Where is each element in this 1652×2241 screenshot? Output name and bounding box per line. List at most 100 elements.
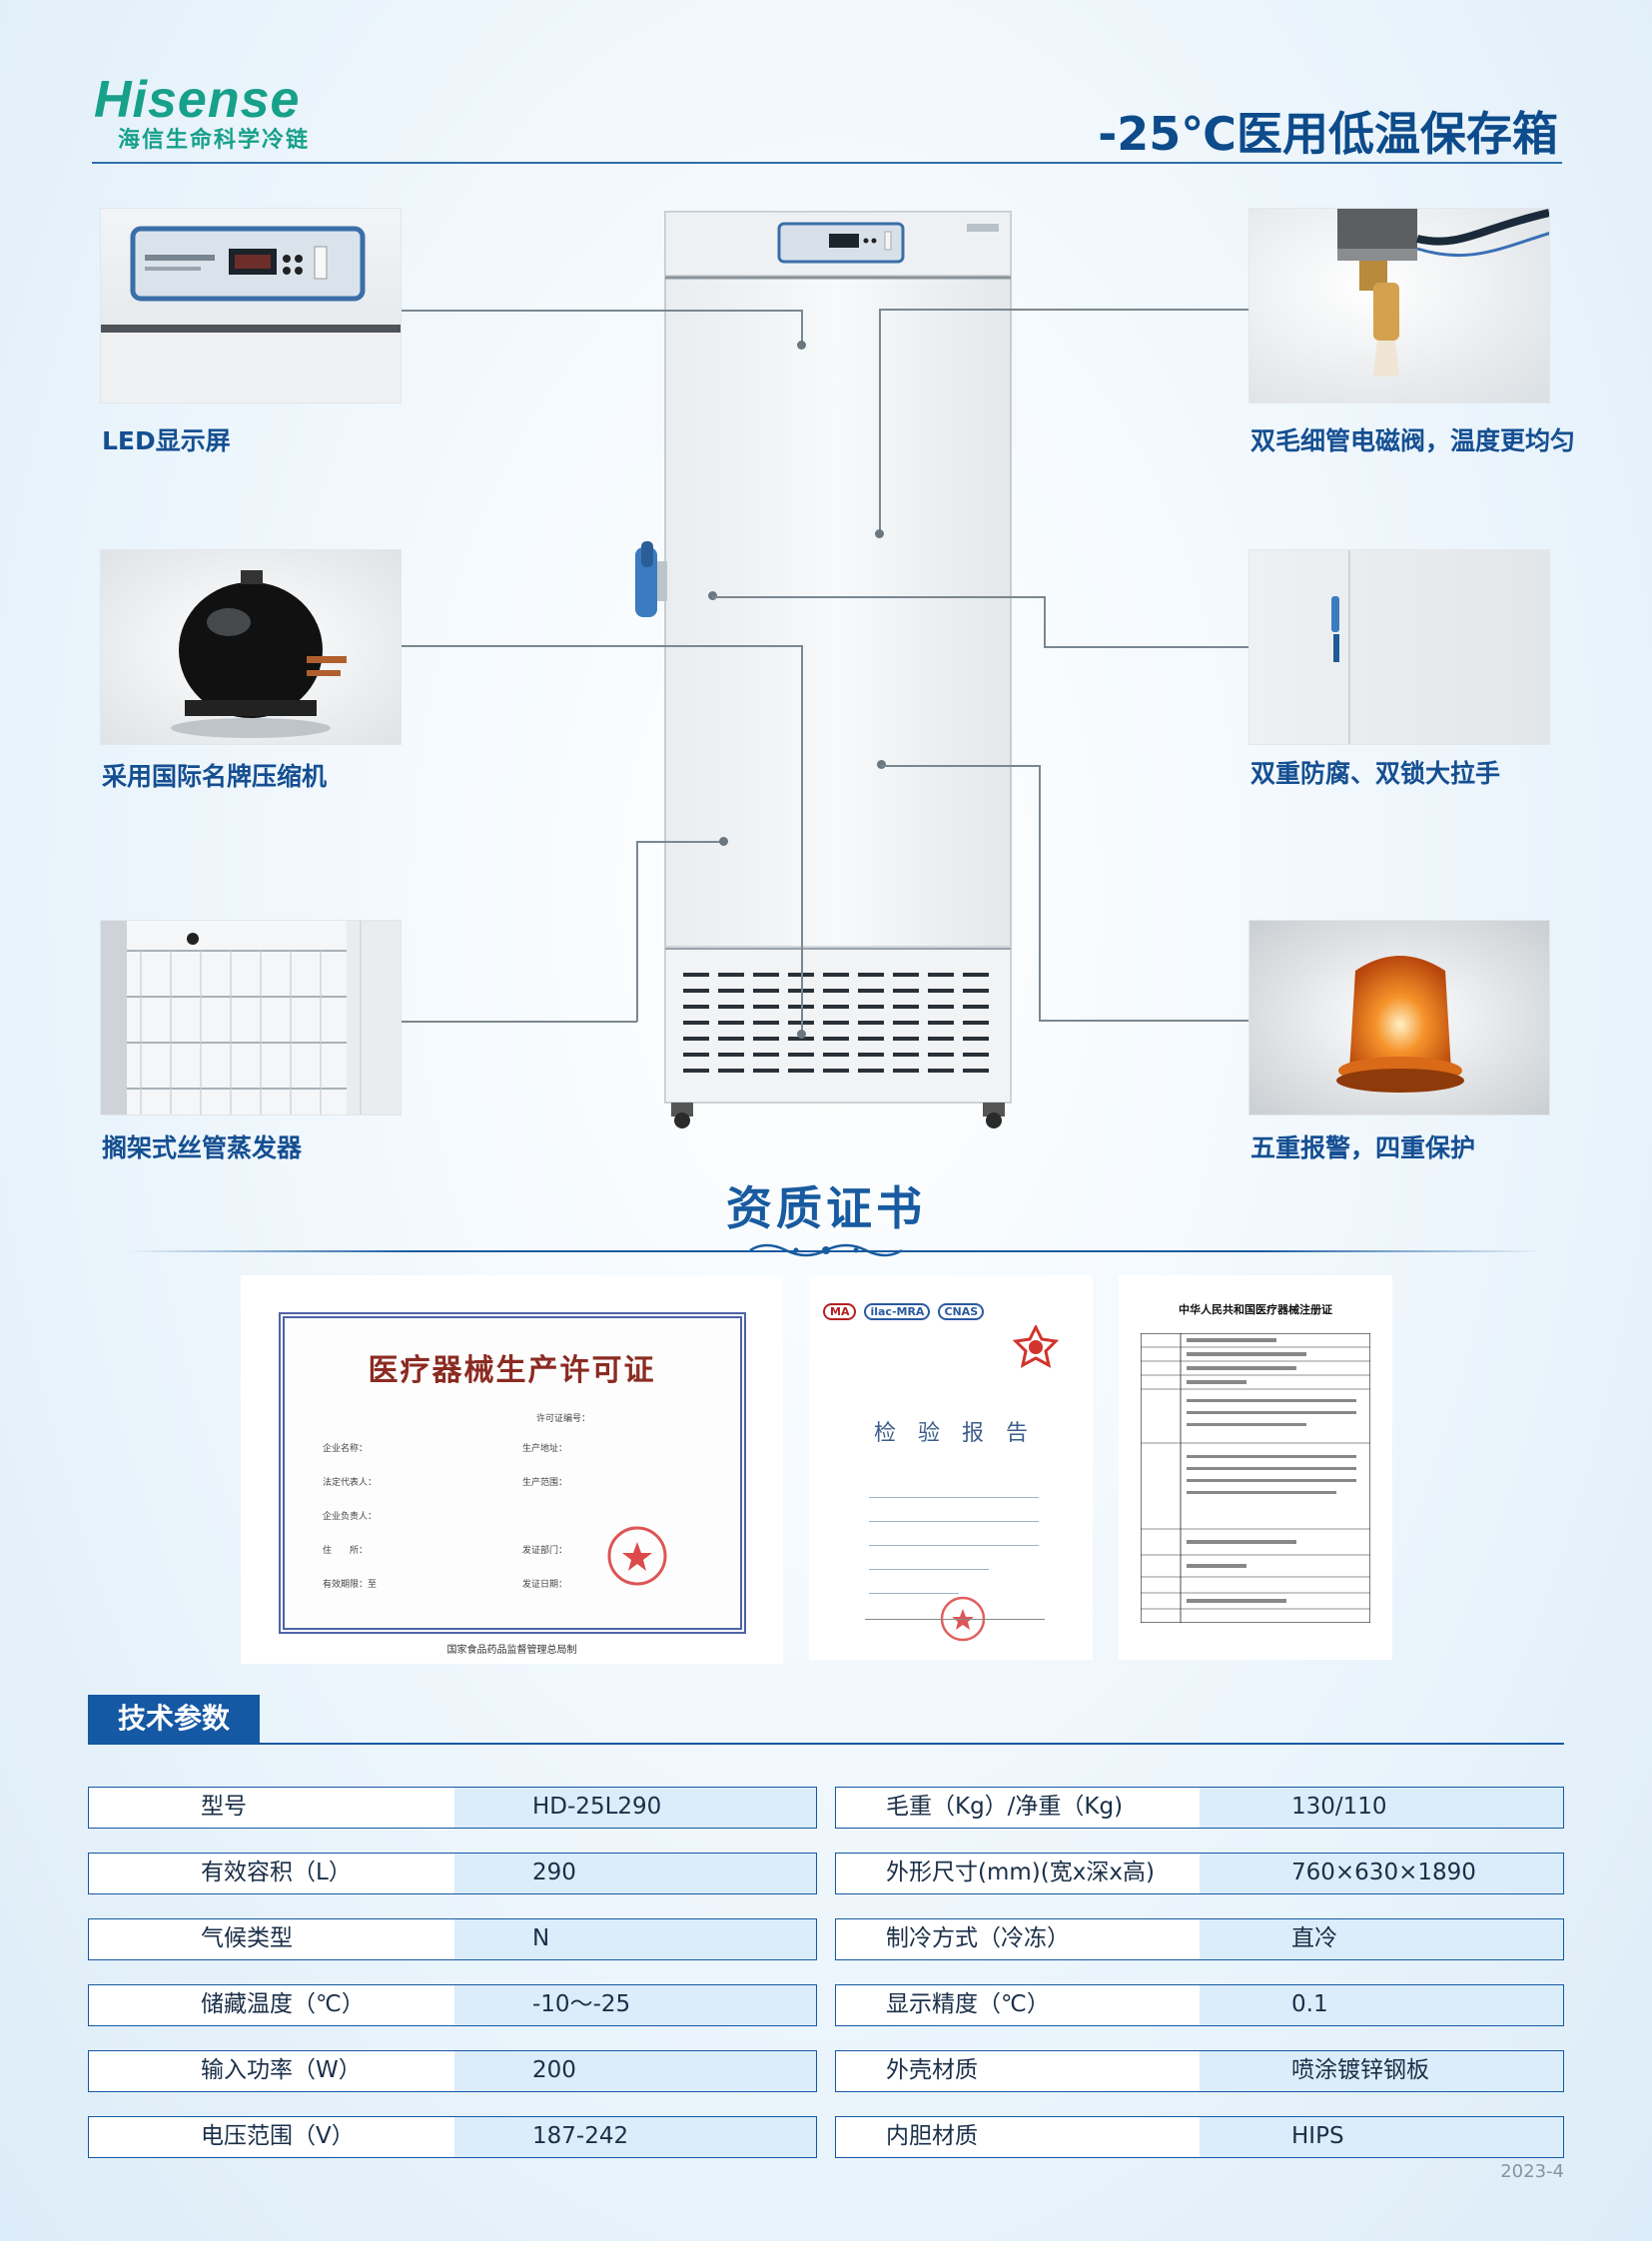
- vent-slot: [893, 1037, 919, 1041]
- spec-value: 200: [454, 2051, 816, 2091]
- header-divider: [92, 162, 1562, 164]
- vent-slot: [893, 1021, 919, 1025]
- vent-slot: [893, 989, 919, 993]
- spec-row: 电压范围（V） 187-242: [88, 2116, 817, 2158]
- alarm-light-image: [1248, 920, 1550, 1116]
- license-address-label: 生产地址：: [522, 1444, 568, 1454]
- spec-value: HD-25L290: [454, 1788, 816, 1828]
- spec-row: 输入功率（W） 200: [88, 2050, 817, 2092]
- spec-value: 760×630×1890: [1200, 1854, 1563, 1893]
- test-report-certificate: MA ilac-MRA CNAS 检 验 报 告: [809, 1275, 1093, 1660]
- led-display-image: [100, 208, 402, 403]
- vent-slot: [893, 1053, 919, 1057]
- feature-label-evaporator: 搁架式丝管蒸发器: [102, 1133, 303, 1162]
- vent-slot: [858, 1053, 884, 1057]
- spec-label: 制冷方式（冷冻）: [886, 1925, 1070, 1951]
- spec-row: 气候类型 N: [88, 1918, 817, 1960]
- spec-value: 喷涂镀锌钢板: [1200, 2051, 1563, 2091]
- vent-slot: [928, 973, 954, 977]
- vent-slot: [683, 1037, 709, 1041]
- compressor-image: [100, 549, 402, 745]
- spec-row: 型号 HD-25L290: [88, 1787, 817, 1829]
- registration-title: 中华人民共和国医疗器械注册证: [1179, 1303, 1332, 1316]
- vent-slot: [788, 1037, 814, 1041]
- spec-label: 内胆材质: [886, 2123, 978, 2149]
- spec-value: HIPS: [1200, 2117, 1563, 2157]
- vent-slot: [753, 1021, 779, 1025]
- spec-value: 187-242: [454, 2117, 816, 2157]
- license-validity-label: 有效期限：至: [323, 1580, 378, 1590]
- lock-handle-image: [1248, 549, 1550, 745]
- vent-slot: [823, 1053, 849, 1057]
- vent-slot: [823, 1069, 849, 1073]
- test-report-title: 检 验 报 告: [873, 1421, 1028, 1446]
- vent-slot: [683, 1053, 709, 1057]
- registration-table: [1141, 1333, 1370, 1623]
- specs-divider: [88, 1743, 1564, 1745]
- spec-label: 显示精度（℃）: [886, 1991, 1050, 2017]
- spec-row: 内胆材质 HIPS: [835, 2116, 1564, 2158]
- spec-value: 290: [454, 1854, 816, 1893]
- spec-value: 直冷: [1200, 1919, 1563, 1959]
- vent-slot: [753, 1037, 779, 1041]
- vent-slot: [753, 1005, 779, 1009]
- license-title: 医疗器械生产许可证: [368, 1353, 656, 1388]
- vent-slot: [928, 1069, 954, 1073]
- vent-slot: [963, 973, 989, 977]
- vent-slot: [858, 989, 884, 993]
- vent-slot: [858, 1005, 884, 1009]
- vent-slot: [858, 1021, 884, 1025]
- license-authority: 国家食品药品监督管理总局制: [446, 1645, 577, 1656]
- vent-slot: [718, 1053, 744, 1057]
- vent-slot: [683, 1005, 709, 1009]
- brand-subtitle: 海信生命科学冷链: [118, 128, 311, 153]
- official-seal-icon: [607, 1526, 667, 1586]
- vent-slot: [718, 1069, 744, 1073]
- shelf-evaporator-image: [100, 920, 402, 1116]
- feature-label-handle: 双重防腐、双锁大拉手: [1250, 759, 1501, 788]
- cma-logo: MA: [823, 1303, 857, 1320]
- spec-value: 130/110: [1200, 1788, 1563, 1828]
- spec-value: 0.1: [1200, 1985, 1563, 2025]
- solenoid-valve-image: [1248, 208, 1550, 403]
- vent-slot: [823, 989, 849, 993]
- vent-slot: [963, 989, 989, 993]
- spec-value: -10～-25: [454, 1985, 816, 2025]
- license-legal-rep-label: 法定代表人：: [323, 1478, 378, 1488]
- vent-slot: [823, 1005, 849, 1009]
- vent-slot: [928, 1053, 954, 1057]
- vent-slot: [753, 989, 779, 993]
- spec-row: 制冷方式（冷冻） 直冷: [835, 1918, 1564, 1960]
- vent-slot: [963, 1053, 989, 1057]
- spec-label: 型号: [201, 1794, 247, 1820]
- brand-logo: Hisense: [94, 71, 301, 129]
- ornament-icon: [746, 1238, 906, 1262]
- spec-label: 气候类型: [201, 1925, 293, 1951]
- certificates-section-title: 资质证书: [726, 1181, 926, 1235]
- registration-certificate: 中华人民共和国医疗器械注册证: [1119, 1275, 1392, 1660]
- spec-label: 输入功率（W）: [201, 2057, 362, 2083]
- license-issuer-label: 发证部门：: [522, 1546, 568, 1556]
- vent-slot: [683, 1069, 709, 1073]
- spec-value: N: [454, 1919, 816, 1959]
- spec-label: 外壳材质: [886, 2057, 978, 2083]
- vent-slot: [823, 1021, 849, 1025]
- license-enterprise-label: 企业名称：: [323, 1444, 369, 1454]
- spec-row: 外形尺寸(mm)(宽x深x高) 760×630×1890: [835, 1853, 1564, 1894]
- vent-slot: [928, 1037, 954, 1041]
- spec-row: 毛重（Kg）/净重（Kg) 130/110: [835, 1787, 1564, 1829]
- license-issue-date-label: 发证日期：: [522, 1580, 568, 1590]
- spec-label: 外形尺寸(mm)(宽x深x高): [886, 1860, 1155, 1885]
- feature-label-led: LED显示屏: [102, 426, 231, 455]
- vent-slot: [718, 1021, 744, 1025]
- spec-row: 储藏温度（℃） -10～-25: [88, 1984, 817, 2026]
- vent-slot: [683, 989, 709, 993]
- license-residence-label: 住 所：: [323, 1546, 369, 1556]
- vent-slot: [893, 1005, 919, 1009]
- license-permit-no-label: 许可证编号：: [536, 1414, 591, 1424]
- vent-slot: [718, 1005, 744, 1009]
- vent-slot: [788, 1053, 814, 1057]
- ilac-logo: ilac-MRA: [864, 1303, 931, 1320]
- spec-row: 有效容积（L） 290: [88, 1853, 817, 1894]
- production-license-certificate: 医疗器械生产许可证 许可证编号： 企业名称： 生产地址： 法定代表人： 生产范围…: [241, 1275, 783, 1664]
